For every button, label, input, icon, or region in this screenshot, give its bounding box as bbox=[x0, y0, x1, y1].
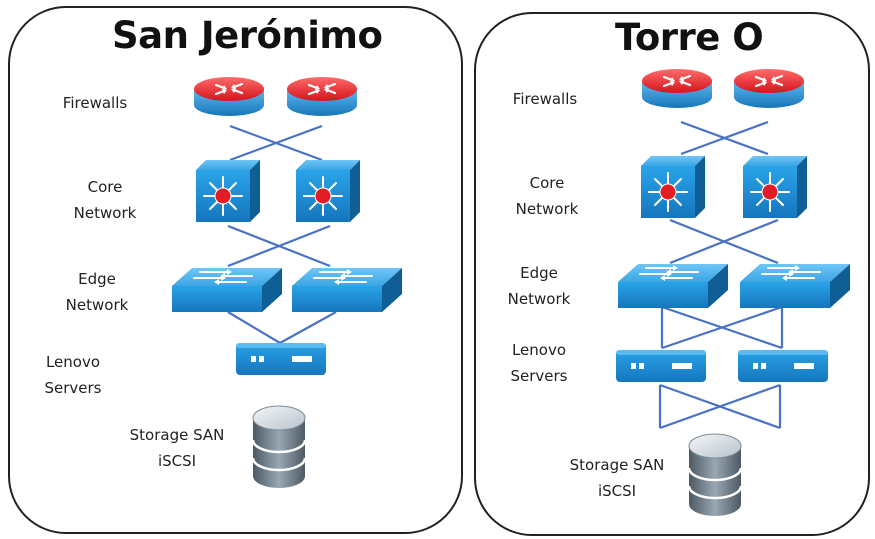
site-title-left: San Jerónimo bbox=[112, 14, 383, 57]
edge-switch-icon bbox=[291, 267, 403, 313]
core-network-label: Core Network bbox=[515, 174, 579, 218]
router-icon bbox=[285, 75, 359, 118]
storage-san-label: Storage SAN iSCSI bbox=[129, 426, 225, 470]
storage-san-label: Storage SAN iSCSI bbox=[569, 456, 665, 500]
firewalls-label: Firewalls bbox=[512, 90, 578, 108]
edge-switch-icon bbox=[739, 263, 851, 309]
server-icon bbox=[616, 350, 706, 382]
router-icon bbox=[640, 67, 714, 110]
lenovo-servers-label: Lenovo Servers bbox=[510, 341, 568, 385]
edge-switch-icon bbox=[171, 267, 283, 313]
core-network-label: Core Network bbox=[73, 178, 137, 222]
router-icon bbox=[192, 75, 266, 118]
core-switch-icon bbox=[640, 155, 706, 219]
left-links bbox=[227, 124, 337, 344]
server-icon bbox=[236, 343, 326, 375]
server-icon bbox=[738, 350, 828, 382]
core-switch-icon bbox=[295, 159, 361, 223]
storage-database-icon bbox=[251, 404, 307, 490]
storage-database-icon bbox=[687, 432, 743, 518]
firewalls-label: Firewalls bbox=[62, 94, 128, 112]
core-switch-icon bbox=[195, 159, 261, 223]
core-switch-icon bbox=[742, 155, 808, 219]
edge-network-label: Edge Network bbox=[65, 270, 129, 314]
router-icon bbox=[732, 67, 806, 110]
site-title-right: Torre O bbox=[615, 16, 764, 59]
lenovo-servers-label: Lenovo Servers bbox=[44, 353, 102, 397]
edge-switch-icon bbox=[617, 263, 729, 309]
right-links bbox=[658, 120, 784, 430]
edge-network-label: Edge Network bbox=[507, 264, 571, 308]
